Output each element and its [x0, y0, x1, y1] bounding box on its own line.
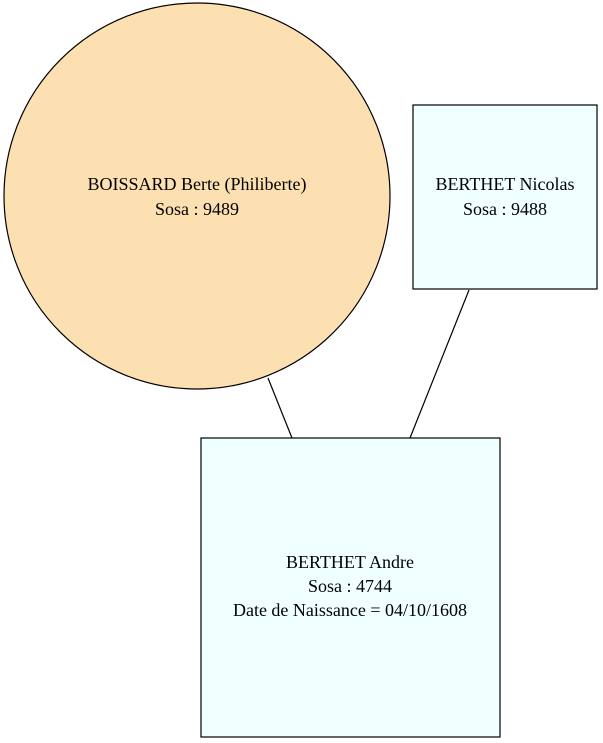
person-node-berthet-andre[interactable]: BERTHET Andre Sosa : 4744 Date de Naissa…	[200, 437, 501, 738]
person-sosa: Sosa : 9489	[155, 199, 239, 219]
person-sosa: Sosa : 4744	[308, 576, 392, 596]
node-shape-mother	[3, 2, 391, 390]
person-name: BERTHET Andre	[286, 552, 414, 572]
person-sosa: Sosa : 9488	[463, 199, 547, 219]
person-name: BOISSARD Berte (Philiberte)	[88, 174, 307, 195]
person-name: BERTHET Nicolas	[435, 174, 574, 194]
person-node-berthet-nicolas[interactable]: BERTHET Nicolas Sosa : 9488	[412, 104, 598, 290]
person-birth-date: Date de Naissance = 04/10/1608	[233, 600, 467, 620]
node-shape-child	[200, 437, 501, 738]
person-node-boissard-berte[interactable]: BOISSARD Berte (Philiberte) Sosa : 9489	[3, 2, 391, 390]
node-shape-father	[412, 104, 598, 290]
edge-mother-to-child	[267, 377, 293, 439]
edge-father-to-child	[409, 289, 470, 439]
